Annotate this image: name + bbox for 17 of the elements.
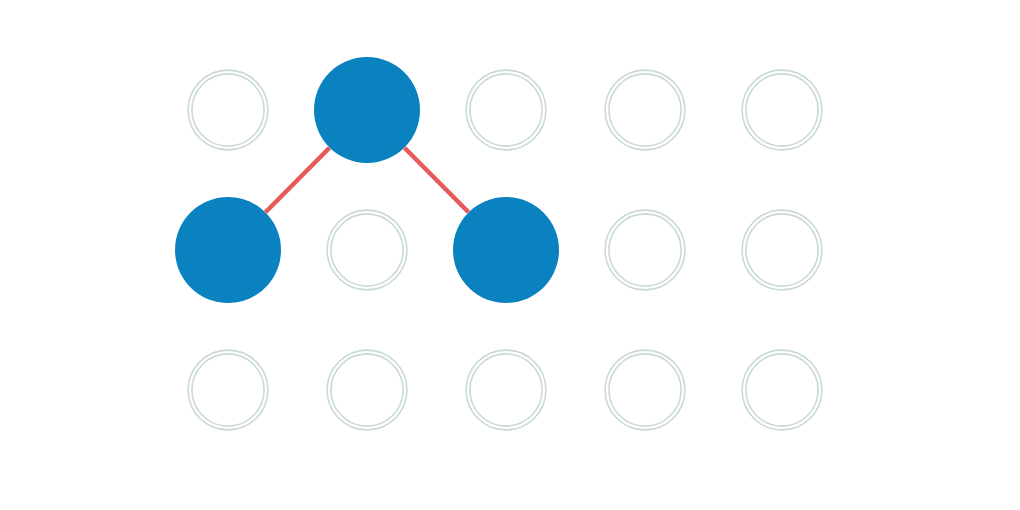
- hollow-circle: [604, 69, 686, 151]
- filled-circle: [314, 57, 420, 163]
- hollow-circle: [604, 349, 686, 431]
- connector-line: [263, 146, 332, 214]
- connector-line: [402, 146, 471, 214]
- hollow-circle: [741, 349, 823, 431]
- filled-circle: [175, 197, 281, 303]
- hollow-circle: [465, 69, 547, 151]
- hollow-circle: [187, 349, 269, 431]
- hollow-circle: [741, 209, 823, 291]
- hollow-circle: [741, 69, 823, 151]
- hollow-circle: [604, 209, 686, 291]
- hollow-circle: [187, 69, 269, 151]
- hollow-circle: [465, 349, 547, 431]
- hollow-circle: [326, 209, 408, 291]
- hollow-circle: [326, 349, 408, 431]
- filled-circle: [453, 197, 559, 303]
